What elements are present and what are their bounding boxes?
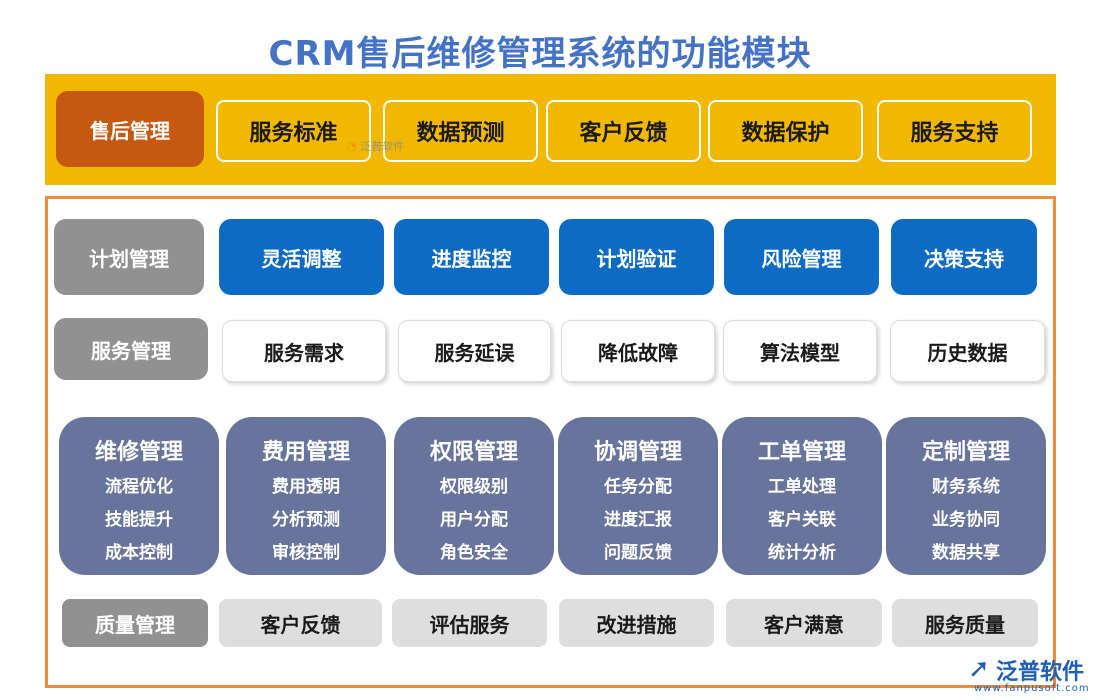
module-card: 协调管理 任务分配 进度汇报 问题反馈	[558, 417, 718, 575]
logo-url: www.fanpusoft.com	[974, 683, 1090, 694]
service-item: 历史数据	[890, 320, 1045, 382]
module-card: 费用管理 费用透明 分析预测 审核控制	[226, 417, 386, 575]
brand-logo: ➚ 泛普软件 www.fanpusoft.com	[968, 652, 1093, 696]
module-feature: 流程优化	[105, 477, 173, 497]
module-feature: 技能提升	[105, 510, 173, 530]
module-feature: 任务分配	[604, 477, 672, 497]
aftersale-item: 数据保护	[708, 100, 863, 162]
module-feature: 角色安全	[440, 543, 508, 563]
service-item: 算法模型	[723, 320, 877, 382]
module-title: 权限管理	[429, 440, 518, 465]
service-item: 服务需求	[222, 320, 386, 382]
quality-item: 客户反馈	[219, 599, 382, 647]
module-feature: 业务协同	[932, 510, 1000, 530]
plan-item: 决策支持	[891, 219, 1037, 295]
module-card: 工单管理 工单处理 客户关联 统计分析	[722, 417, 882, 575]
quality-item: 改进措施	[559, 599, 714, 647]
module-feature: 进度汇报	[604, 510, 672, 530]
watermark: ◔ 泛普软件	[347, 138, 404, 154]
plan-item: 计划验证	[559, 219, 714, 295]
page-title: CRM售后维修管理系统的功能模块	[268, 34, 812, 74]
module-title: 费用管理	[261, 440, 350, 465]
aftersale-band	[45, 74, 1056, 185]
module-card: 定制管理 财务系统 业务协同 数据共享	[886, 417, 1046, 575]
module-title: 维修管理	[94, 440, 183, 465]
module-card: 维修管理 流程优化 技能提升 成本控制	[59, 417, 219, 575]
module-feature: 成本控制	[105, 543, 173, 563]
service-item: 降低故障	[561, 320, 715, 382]
service-label: 服务管理	[54, 318, 208, 380]
quality-item: 服务质量	[892, 599, 1038, 647]
aftersale-label: 售后管理	[56, 91, 204, 167]
modules-frame	[45, 196, 1056, 688]
module-feature: 权限级别	[440, 477, 508, 497]
plan-item: 进度监控	[394, 219, 549, 295]
logo-name: 泛普软件	[996, 660, 1085, 685]
aftersale-item: 服务标准	[216, 100, 371, 162]
module-feature: 分析预测	[272, 510, 340, 530]
aftersale-item: 数据预测	[383, 100, 538, 162]
module-card: 权限管理 权限级别 用户分配 角色安全	[394, 417, 554, 575]
module-title: 工单管理	[757, 440, 846, 465]
quality-item: 评估服务	[392, 599, 547, 647]
quality-label: 质量管理	[62, 599, 208, 647]
module-feature: 工单处理	[768, 477, 836, 497]
quality-item: 客户满意	[726, 599, 882, 647]
plan-label: 计划管理	[54, 219, 204, 295]
module-title: 协调管理	[593, 440, 682, 465]
aftersale-item: 客户反馈	[546, 100, 701, 162]
module-feature: 客户关联	[768, 510, 836, 530]
watermark-logo-icon: ◔	[347, 140, 357, 153]
module-feature: 审核控制	[272, 543, 340, 563]
module-feature: 统计分析	[768, 543, 836, 563]
plan-item: 风险管理	[724, 219, 879, 295]
service-item: 服务延误	[398, 320, 551, 382]
module-feature: 费用透明	[272, 477, 340, 497]
module-title: 定制管理	[921, 440, 1010, 465]
fanpu-logo-icon: ➚	[968, 654, 990, 684]
aftersale-item: 服务支持	[877, 100, 1032, 162]
module-feature: 用户分配	[440, 510, 508, 530]
module-feature: 问题反馈	[604, 543, 672, 563]
module-feature: 财务系统	[932, 477, 1000, 497]
module-feature: 数据共享	[932, 543, 1000, 563]
plan-item: 灵活调整	[219, 219, 384, 295]
watermark-text: 泛普软件	[360, 140, 405, 153]
